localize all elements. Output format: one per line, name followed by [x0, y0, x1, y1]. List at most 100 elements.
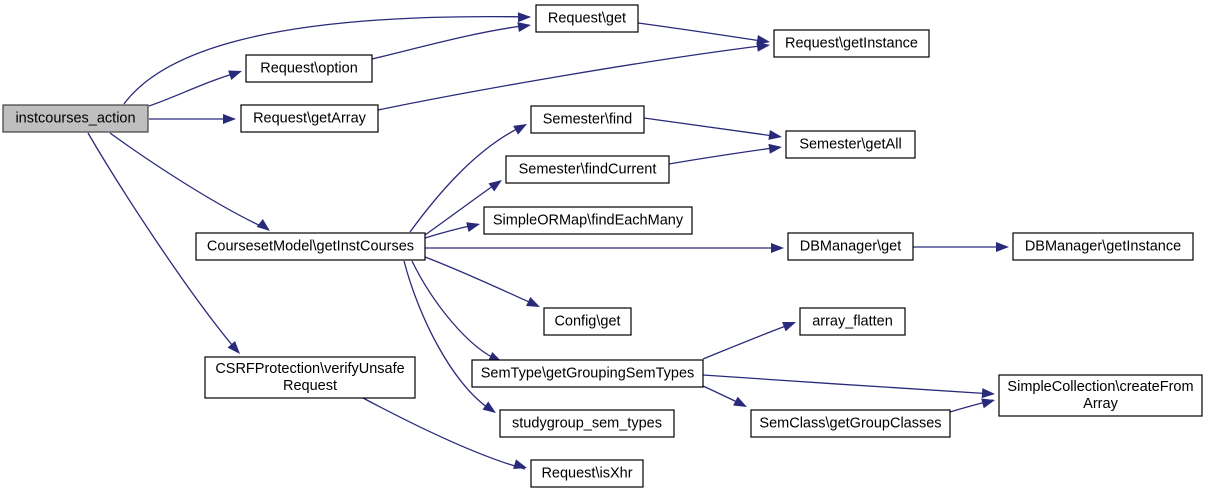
arrowhead-icon — [756, 41, 770, 52]
node-box[interactable] — [499, 409, 675, 438]
arrowhead-icon — [733, 396, 747, 407]
graph-node-semtype-getgroupingsemtypes[interactable]: SemType\getGroupingSemTypes — [471, 359, 704, 388]
call-edge — [411, 260, 501, 362]
node-label: Request\get — [548, 10, 626, 26]
node-box[interactable] — [195, 232, 426, 261]
call-edge — [668, 146, 781, 165]
node-label: Request\option — [260, 60, 358, 76]
node-box[interactable] — [530, 459, 644, 488]
node-label: instcourses_action — [15, 110, 135, 126]
graph-node-request-option[interactable]: Request\option — [245, 54, 373, 83]
node-box[interactable] — [505, 155, 670, 184]
node-box[interactable] — [1012, 232, 1194, 261]
graph-node-config-get[interactable]: Config\get — [543, 307, 632, 336]
call-edge — [643, 117, 781, 138]
node-label: Request — [283, 378, 337, 394]
arrowhead-icon — [223, 114, 236, 124]
arrowhead-icon — [768, 130, 782, 140]
graph-node-coursesetmodel-getinstcourses[interactable]: CoursesetModel\getInstCourses — [195, 232, 426, 261]
call-edge — [87, 132, 239, 353]
call-edge — [109, 132, 268, 230]
node-label: Array — [1083, 396, 1118, 412]
edge-layer — [87, 15, 1007, 470]
node-label: Semester\find — [543, 111, 632, 127]
arrowhead-icon — [227, 340, 240, 354]
node-label: array_flatten — [812, 313, 893, 329]
arrowhead-icon — [782, 321, 796, 332]
node-layer: instcourses_actionRequest\optionRequest\… — [2, 4, 1203, 488]
node-label: SemClass\getGroupClasses — [759, 415, 941, 431]
graph-node-request-getinstance[interactable]: Request\getInstance — [773, 29, 930, 58]
node-label: SimpleORMap\findEachMany — [493, 212, 684, 228]
graph-node-semester-findcurrent[interactable]: Semester\findCurrent — [505, 155, 670, 184]
call-edge — [377, 44, 769, 111]
arrowhead-icon — [771, 243, 784, 253]
arrowhead-icon — [981, 398, 995, 409]
node-box[interactable] — [787, 232, 914, 261]
node-box[interactable] — [204, 356, 416, 399]
graph-node-semclass-getgroupclasses[interactable]: SemClass\getGroupClasses — [750, 409, 951, 438]
graph-node-semester-getall[interactable]: Semester\getAll — [785, 130, 916, 159]
call-edge — [637, 22, 769, 43]
graph-node-studygroup-sem-types[interactable]: studygroup_sem_types — [499, 409, 675, 438]
arrowhead-icon — [488, 180, 502, 192]
node-label: Request\getArray — [253, 110, 367, 126]
call-edge — [403, 260, 495, 413]
arrowhead-icon — [482, 401, 496, 413]
graph-node-request-getarray[interactable]: Request\getArray — [240, 104, 379, 133]
arrowhead-icon — [526, 296, 540, 307]
arrowhead-icon — [466, 222, 480, 232]
call-edge — [702, 322, 795, 360]
node-label: Request\getInstance — [785, 35, 918, 51]
node-label: SemType\getGroupingSemTypes — [481, 365, 695, 381]
node-box[interactable] — [240, 104, 379, 133]
node-box[interactable] — [535, 4, 639, 33]
call-edge — [362, 397, 526, 470]
node-label: CSRFProtection\verifyUnsafe — [215, 361, 404, 377]
node-box[interactable] — [2, 104, 149, 133]
arrowhead-icon — [996, 242, 1009, 252]
arrowhead-icon — [513, 459, 527, 469]
graph-node-simpleormap-findeachmany[interactable]: SimpleORMap\findEachMany — [483, 206, 693, 235]
node-box[interactable] — [530, 105, 645, 134]
graph-node-request-isxhr[interactable]: Request\isXhr — [530, 459, 644, 488]
node-label: Request\isXhr — [541, 465, 632, 481]
graph-node-semester-find[interactable]: Semester\find — [530, 105, 645, 134]
arrowhead-icon — [228, 70, 242, 80]
node-box[interactable] — [998, 374, 1203, 417]
call-edge — [702, 374, 994, 395]
call-edge — [123, 15, 531, 105]
arrowhead-icon — [756, 35, 770, 45]
node-box[interactable] — [799, 307, 906, 336]
call-edge — [148, 71, 240, 107]
node-label: Semester\getAll — [799, 136, 901, 152]
graph-node-instcourses-action[interactable]: instcourses_action — [2, 104, 149, 133]
arrowhead-icon — [256, 219, 270, 231]
node-box[interactable] — [245, 54, 373, 83]
call-edge — [424, 256, 539, 307]
graph-node-array-flatten[interactable]: array_flatten — [799, 307, 906, 336]
node-label: studygroup_sem_types — [512, 415, 662, 431]
node-label: Semester\findCurrent — [519, 161, 657, 177]
node-box[interactable] — [471, 359, 704, 388]
arrowhead-layer — [223, 12, 1009, 469]
node-box[interactable] — [785, 130, 916, 159]
arrowhead-icon — [517, 22, 531, 32]
graph-node-request-get[interactable]: Request\get — [535, 4, 639, 33]
node-box[interactable] — [543, 307, 632, 336]
graph-node-dbmanager-get[interactable]: DBManager\get — [787, 232, 914, 261]
node-box[interactable] — [773, 29, 930, 58]
node-box[interactable] — [483, 206, 693, 235]
arrowhead-icon — [981, 388, 995, 399]
call-edge — [371, 24, 530, 60]
node-label: DBManager\get — [800, 238, 902, 254]
node-label: CoursesetModel\getInstCourses — [207, 238, 414, 254]
arrowhead-icon — [768, 143, 782, 154]
graph-node-dbmanager-getinstance[interactable]: DBManager\getInstance — [1012, 232, 1194, 261]
node-label: Config\get — [554, 313, 620, 329]
node-box[interactable] — [750, 409, 951, 438]
